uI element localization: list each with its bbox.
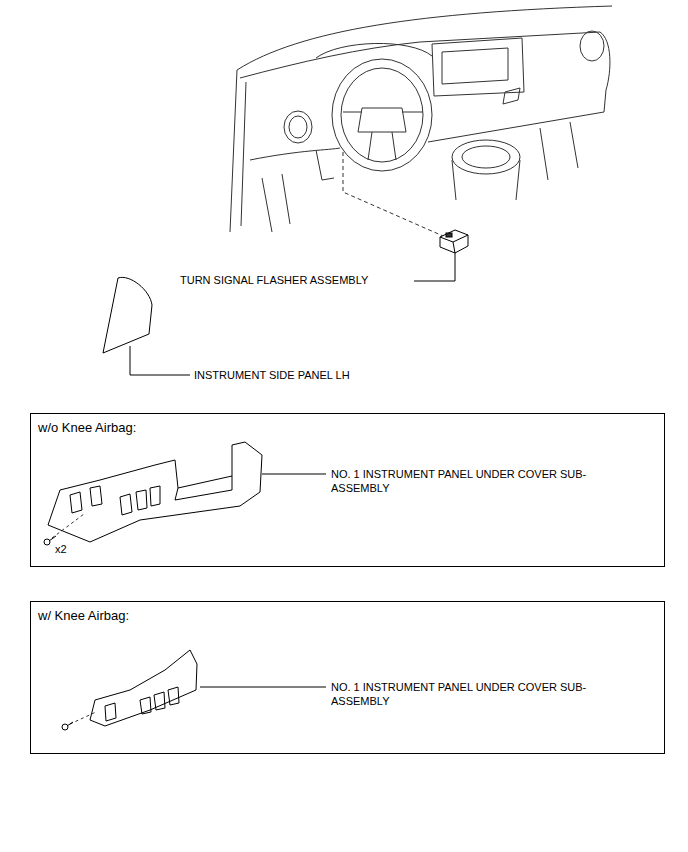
under-cover-part bbox=[90, 650, 197, 726]
part-label: TURN SIGNAL FLASHER ASSEMBLY bbox=[180, 273, 420, 287]
part-label: x2 bbox=[55, 542, 85, 556]
leader-line bbox=[262, 474, 326, 475]
part-label: INSTRUMENT SIDE PANEL LH bbox=[194, 368, 414, 382]
option-frame: w/ Knee Airbag: bbox=[30, 601, 665, 754]
part-label: NO. 1 INSTRUMENT PANEL UNDER COVER SUB-A… bbox=[331, 680, 593, 708]
flasher-part bbox=[440, 230, 468, 253]
screw-symbol bbox=[62, 722, 73, 730]
side-panel-part bbox=[103, 277, 152, 353]
leader-line bbox=[130, 346, 190, 375]
frame-heading: w/ Knee Airbag: bbox=[38, 608, 664, 624]
screw-symbol bbox=[44, 536, 56, 545]
part-label: NO. 1 INSTRUMENT PANEL UNDER COVER SUB-A… bbox=[331, 467, 623, 495]
frame-heading: w/o Knee Airbag: bbox=[38, 420, 664, 436]
dashboard-drawing bbox=[230, 6, 612, 232]
screw-leader bbox=[70, 712, 96, 724]
leader-dashed bbox=[343, 152, 443, 236]
under-cover-part bbox=[48, 442, 262, 542]
leader-line bbox=[200, 687, 326, 688]
screw-leader bbox=[52, 514, 84, 538]
leader-line bbox=[414, 253, 455, 281]
